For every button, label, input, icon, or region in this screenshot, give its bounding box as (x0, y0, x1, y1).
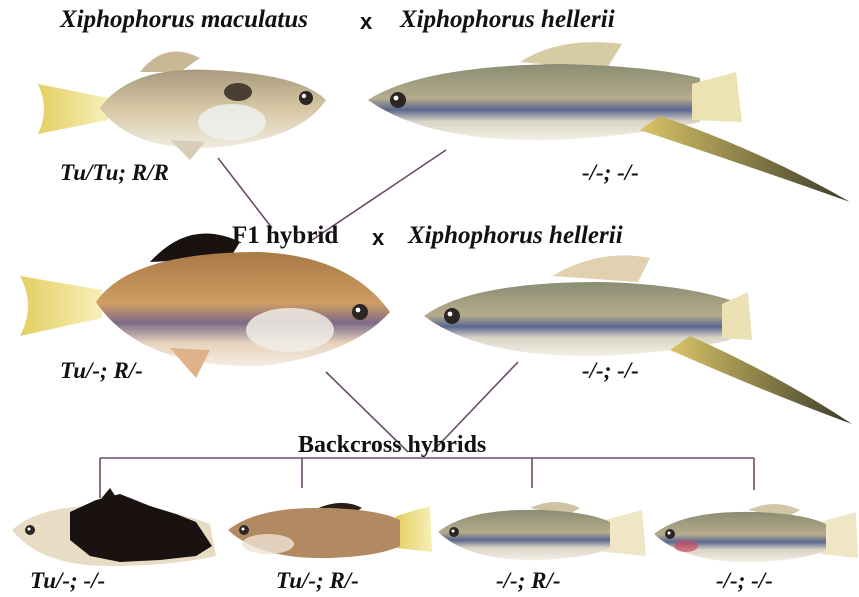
species-hellerii-label-2: Xiphophorus hellerii (408, 222, 623, 250)
cross-symbol-2: x (372, 225, 384, 251)
cross-symbol-1: x (360, 9, 372, 35)
backcross-fish-3 (438, 502, 646, 560)
swordtail-male-fish-2 (424, 255, 852, 424)
backcross-genotype-4: -/-; -/- (716, 568, 773, 594)
backcross-fish-1 (12, 488, 216, 566)
platy-female-fish (38, 52, 326, 160)
f1-hybrid-fish (20, 234, 390, 378)
backcross-genotype-3: -/-; R/- (496, 568, 561, 594)
backcross-fish-4 (654, 504, 858, 562)
species-maculatus-label: Xiphophorus maculatus (60, 6, 308, 34)
backcross-title: Backcross hybrids (298, 432, 486, 459)
genotype-f1-hybrid: Tu/-; R/- (60, 358, 143, 384)
f1-hybrid-label: F1 hybrid (232, 222, 338, 250)
backcross-bracket (100, 458, 754, 498)
genotype-hellerii-2: -/-; -/- (582, 358, 639, 384)
species-hellerii-label-1: Xiphophorus hellerii (400, 6, 615, 34)
genotype-maculatus: Tu/Tu; R/R (60, 160, 169, 186)
backcross-fish-2 (228, 503, 432, 558)
backcross-genotype-2: Tu/-; R/- (276, 568, 359, 594)
genotype-hellerii-1: -/-; -/- (582, 160, 639, 186)
backcross-genotype-1: Tu/-; -/- (30, 568, 105, 594)
